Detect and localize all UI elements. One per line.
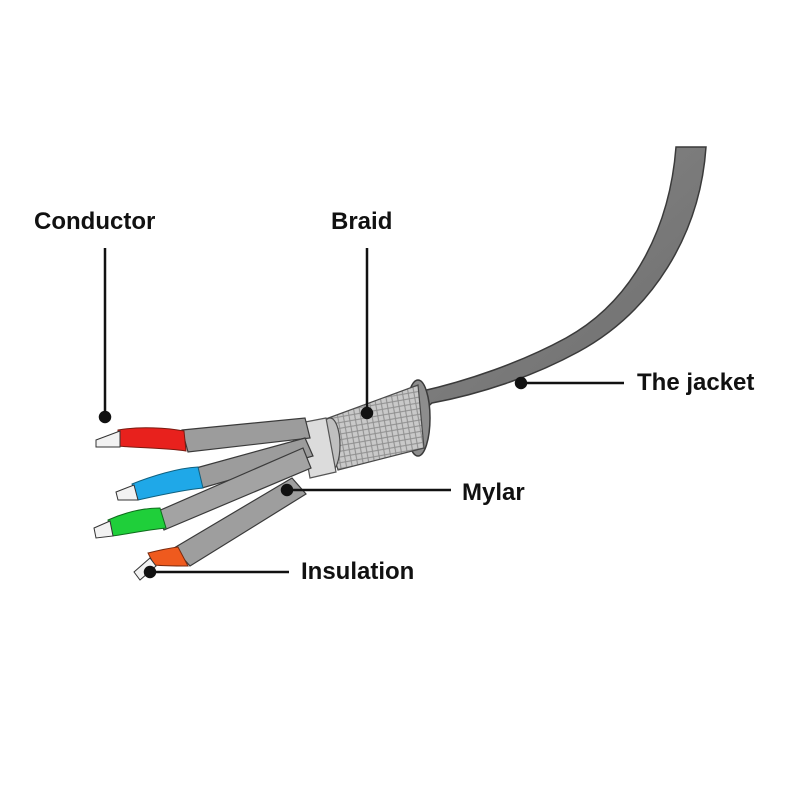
label-jacket: The jacket xyxy=(637,369,755,396)
wire-3-tip xyxy=(93,520,114,539)
leader-lines xyxy=(98,248,624,579)
conductor-blue xyxy=(131,466,204,501)
leader-conductor-dot xyxy=(98,410,112,424)
label-braid: Braid xyxy=(331,208,393,235)
wire-2-tip xyxy=(115,484,139,501)
conductor-green xyxy=(107,507,167,537)
leader-mylar-dot xyxy=(280,483,294,497)
label-insulation: Insulation xyxy=(301,558,415,585)
leader-jacket-dot xyxy=(514,376,528,390)
label-conductor: Conductor xyxy=(34,208,156,235)
wire-1-insulation xyxy=(181,417,311,453)
conductor-orange xyxy=(147,546,189,567)
conductor-red xyxy=(117,427,187,452)
leader-insulation-dot xyxy=(143,565,157,579)
wire-1-tip xyxy=(95,430,121,448)
leader-braid-dot xyxy=(360,406,374,420)
label-mylar: Mylar xyxy=(462,479,525,506)
